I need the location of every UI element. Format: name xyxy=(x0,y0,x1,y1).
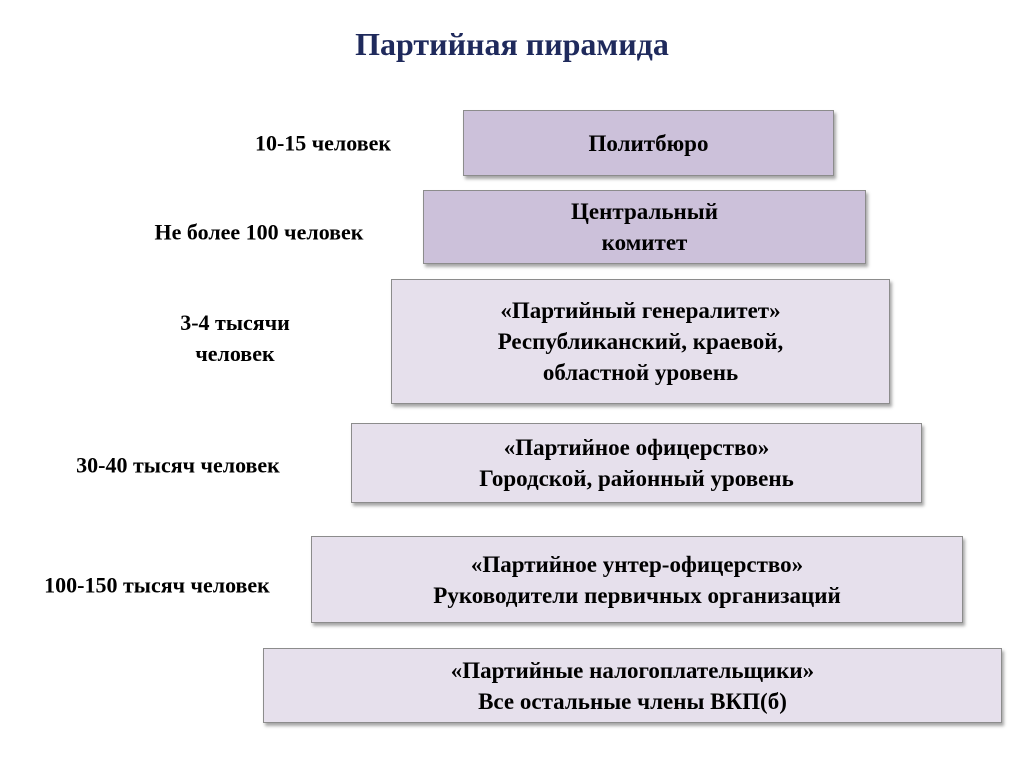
slide-title: Партийная пирамида xyxy=(355,26,669,62)
box-line: Политбюро xyxy=(588,130,709,156)
box-line: «Партийный генералитет» xyxy=(500,298,781,323)
box-line: «Партийное офицерство» xyxy=(503,435,770,460)
count-line: 3-4 тысячи xyxy=(180,310,290,335)
box-line: Республиканский, краевой, xyxy=(497,329,784,354)
count-label-central-committee: Не более 100 человек xyxy=(154,219,364,245)
box-line: «Партийные налогоплательщики» xyxy=(450,657,815,683)
box-line: Руководители первичных организаций xyxy=(433,582,841,608)
box-line: областной уровень xyxy=(542,360,739,385)
level-box-politburo: Политбюро xyxy=(463,110,834,176)
count-label-nco: 100-150 тысяч человек xyxy=(44,572,270,598)
box-line: Все остальные члены ВКП(б) xyxy=(478,688,787,714)
count-label-officers: 30-40 тысяч человек xyxy=(76,452,280,478)
level-box-nco: «Партийное унтер-офицерство» Руководител… xyxy=(311,536,963,623)
box-line: «Партийное унтер-офицерство» xyxy=(470,551,804,577)
box-line: Центральный xyxy=(571,199,718,224)
level-box-central-committee: Центральный комитет xyxy=(423,190,866,264)
count-label-politburo: 10-15 человек xyxy=(254,130,392,156)
level-box-taxpayers: «Партийные налогоплательщики» Все осталь… xyxy=(263,648,1002,723)
box-line: комитет xyxy=(601,230,688,255)
box-line: Городской, районный уровень xyxy=(479,466,794,491)
level-box-generalitet: «Партийный генералитет» Республиканский,… xyxy=(391,279,890,404)
count-line: человек xyxy=(195,341,275,366)
count-label-generalitet: 3-4 тысячи человек xyxy=(180,307,290,369)
level-box-officers: «Партийное офицерство» Городской, районн… xyxy=(351,423,922,503)
